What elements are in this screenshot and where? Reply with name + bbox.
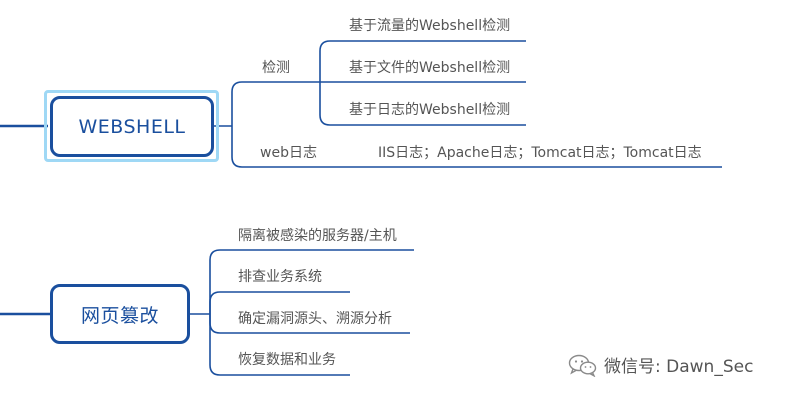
tamper-item-check-system[interactable]: 排查业务系统 (238, 269, 322, 285)
watermark: 微信号: Dawn_Sec (568, 352, 753, 377)
tamper-node[interactable]: 网页篡改 (50, 284, 190, 344)
webshell-selection-frame (44, 90, 219, 162)
branch-label-detect[interactable]: 检测 (262, 60, 290, 76)
branch-label-weblog[interactable]: web日志 (260, 145, 317, 161)
tamper-item-trace[interactable]: 确定漏洞源头、溯源分析 (238, 311, 392, 327)
branch-detect-line (231, 81, 320, 126)
weblog-item[interactable]: IIS日志；Apache日志；Tomcat日志；Tomcat日志 (378, 145, 702, 161)
watermark-text: 微信号: Dawn_Sec (604, 357, 754, 377)
tamper-node-label: 网页篡改 (80, 304, 159, 327)
tamper-fan-1 (209, 249, 414, 314)
detect-fan-3 (319, 82, 526, 126)
wechat-icon (568, 354, 597, 377)
branch-weblog-line (231, 126, 722, 168)
webshell-node-label: WEBSHELL (78, 115, 186, 138)
tamper-item-restore[interactable]: 恢复数据和业务 (238, 352, 336, 368)
detect-fan-1 (319, 40, 526, 82)
detect-item-log[interactable]: 基于日志的Webshell检测 (349, 102, 511, 118)
tamper-fan-2 (209, 291, 350, 314)
webshell-node[interactable]: WEBSHELL (50, 96, 214, 157)
tamper-fan-4 (209, 314, 350, 376)
detect-item-file[interactable]: 基于文件的Webshell检测 (349, 60, 511, 76)
detect-item-traffic[interactable]: 基于流量的Webshell检测 (349, 18, 511, 34)
tamper-item-isolate[interactable]: 隔离被感染的服务器/主机 (238, 228, 397, 244)
